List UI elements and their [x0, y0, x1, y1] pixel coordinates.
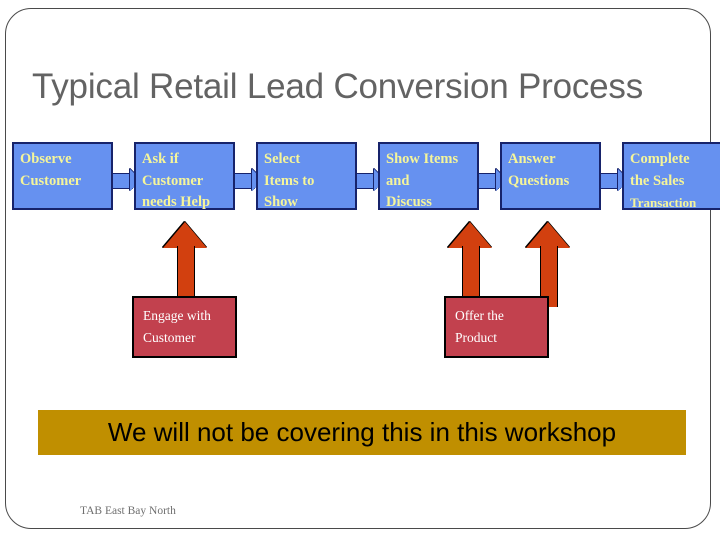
- process-line: Show: [264, 194, 298, 210]
- arrow-shaft: [177, 246, 195, 307]
- process-line: Observe: [20, 151, 72, 167]
- process-line: Discuss: [386, 194, 432, 210]
- arrow-shaft: [113, 173, 133, 189]
- support-box-engage-with-customer[interactable]: Engage with Customer: [132, 296, 237, 358]
- arrow-head: [448, 222, 492, 248]
- support-line: Engage with: [143, 308, 211, 323]
- process-line: needs Help: [142, 194, 211, 210]
- arrow-shaft: [479, 173, 499, 189]
- process-line: Items to: [264, 172, 315, 189]
- page-title: Typical Retail Lead Conversion Process: [32, 67, 644, 106]
- process-line: the Sales: [630, 172, 685, 189]
- support-line: Offer the: [455, 308, 504, 323]
- process-line: Complete: [630, 151, 690, 167]
- arrow-shaft: [601, 173, 621, 189]
- process-line: Customer: [142, 172, 204, 189]
- arrow-shaft: [235, 173, 255, 189]
- process-line: Customer: [20, 172, 82, 189]
- arrow-shaft: [462, 246, 480, 307]
- slide-frame: Typical Retail Lead Conversion Process O…: [5, 8, 720, 529]
- support-box-offer-the-product[interactable]: Offer the Product: [444, 296, 549, 358]
- up-arrow-icon-offer-to-answer: [526, 222, 570, 307]
- arrow-shaft: [357, 173, 377, 189]
- process-box-show-items-discuss[interactable]: Show Items and Discuss: [378, 142, 479, 210]
- arrow-shaft: [540, 246, 558, 307]
- process-box-complete-sale[interactable]: Complete the Sales Transaction: [622, 142, 720, 210]
- process-line: Select: [264, 151, 301, 167]
- support-line: Product: [455, 330, 497, 345]
- note-banner: We will not be covering this in this wor…: [38, 410, 686, 455]
- process-line: Transaction: [630, 195, 697, 210]
- process-box-observe-customer[interactable]: Observe Customer: [12, 142, 113, 210]
- process-line: Show Items: [386, 151, 459, 167]
- process-line: Questions: [508, 172, 570, 189]
- arrow-head: [526, 222, 570, 248]
- process-box-answer-questions[interactable]: Answer Questions: [500, 142, 601, 210]
- process-box-select-items[interactable]: Select Items to Show: [256, 142, 357, 210]
- slide-footer: TAB East Bay North: [80, 505, 176, 517]
- process-line: Answer: [508, 151, 556, 167]
- process-line: and: [386, 172, 410, 189]
- support-line: Customer: [143, 330, 196, 345]
- process-line: Ask if: [142, 151, 179, 167]
- up-arrow-icon-offer-to-show: [448, 222, 492, 307]
- up-arrow-icon-engage-to-ask: [163, 222, 207, 307]
- process-box-ask-if-needs-help[interactable]: Ask if Customer needs Help: [134, 142, 235, 210]
- arrow-head: [163, 222, 207, 248]
